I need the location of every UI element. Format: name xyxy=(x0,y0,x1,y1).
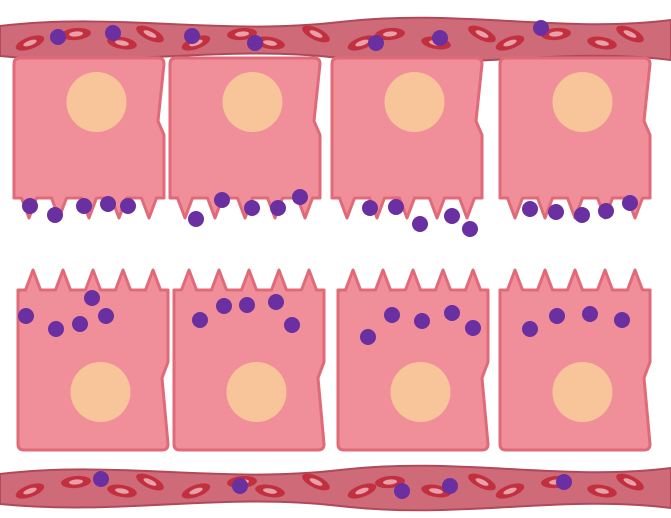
absorbed-particle-icon xyxy=(292,189,308,205)
epithelial-cell-icon xyxy=(174,270,324,450)
absorbed-particle-icon xyxy=(614,312,630,328)
absorbed-particle-icon xyxy=(444,208,460,224)
absorbed-particle-icon xyxy=(394,483,410,499)
absorbed-particle-icon xyxy=(105,25,121,41)
top-cell-1 xyxy=(14,58,164,218)
absorbed-particle-icon xyxy=(414,313,430,329)
epithelial-cell-icon xyxy=(500,270,650,450)
absorbed-particle-icon xyxy=(76,198,92,214)
absorbed-particle-icon xyxy=(270,200,286,216)
absorbed-particle-icon xyxy=(384,307,400,323)
absorbed-particle-icon xyxy=(216,298,232,314)
bottom-cell-3 xyxy=(338,270,488,450)
absorbed-particle-icon xyxy=(188,211,204,227)
absorbed-particle-icon xyxy=(184,28,200,44)
absorbed-particle-icon xyxy=(548,204,564,220)
absorbed-particle-icon xyxy=(232,478,248,494)
absorbed-particle-icon xyxy=(462,221,478,237)
nucleus-icon xyxy=(553,72,613,132)
nucleus-icon xyxy=(391,362,451,422)
absorbed-particle-icon xyxy=(582,306,598,322)
absorbed-particle-icon xyxy=(556,474,572,490)
absorbed-particle-icon xyxy=(48,321,64,337)
nucleus-icon xyxy=(223,72,283,132)
nucleus-icon xyxy=(553,362,613,422)
absorbed-particle-icon xyxy=(50,29,66,45)
absorbed-particle-icon xyxy=(47,207,63,223)
absorbed-particle-icon xyxy=(362,200,378,216)
absorbed-particle-icon xyxy=(622,195,638,211)
absorbed-particle-icon xyxy=(574,207,590,223)
nucleus-icon xyxy=(71,362,131,422)
absorbed-particle-icon xyxy=(522,201,538,217)
absorbed-particle-icon xyxy=(72,316,88,332)
epithelial-cells xyxy=(14,58,650,450)
nucleus-icon xyxy=(227,362,287,422)
absorbed-particle-icon xyxy=(100,196,116,212)
absorbed-particle-icon xyxy=(549,308,565,324)
absorbed-particle-icon xyxy=(522,321,538,337)
top-blood-vessel xyxy=(0,18,671,63)
absorbed-particle-icon xyxy=(93,471,109,487)
absorbed-particle-icon xyxy=(444,305,460,321)
absorbed-particle-icon xyxy=(598,203,614,219)
absorbed-particle-icon xyxy=(98,308,114,324)
bottom-cell-4 xyxy=(500,270,650,450)
absorbed-particle-icon xyxy=(388,199,404,215)
absorbed-particle-icon xyxy=(22,198,38,214)
absorbed-particle-icon xyxy=(18,308,34,324)
absorbed-particle-icon xyxy=(284,317,300,333)
absorbed-particle-icon xyxy=(244,200,260,216)
absorbed-particle-icon xyxy=(120,198,136,214)
absorbed-particle-icon xyxy=(412,216,428,232)
nucleus-icon xyxy=(67,72,127,132)
absorbed-particle-icon xyxy=(247,35,263,51)
absorbed-particle-icon xyxy=(360,329,376,345)
absorbed-particle-icon xyxy=(239,297,255,313)
absorbed-particle-icon xyxy=(84,290,100,306)
epithelial-cell-icon xyxy=(338,270,488,450)
absorbed-particle-icon xyxy=(465,320,481,336)
absorbed-particle-icon xyxy=(368,35,384,51)
top-cell-4 xyxy=(500,58,650,218)
absorbed-particle-icon xyxy=(268,294,284,310)
nucleus-icon xyxy=(385,72,445,132)
absorbed-particle-icon xyxy=(533,20,549,36)
absorbed-particle-icon xyxy=(442,478,458,494)
bottom-cell-2 xyxy=(174,270,324,450)
blood-vessel-icon xyxy=(0,18,671,63)
absorbed-particle-icon xyxy=(214,192,230,208)
absorbed-particle-icon xyxy=(432,30,448,46)
top-cell-3 xyxy=(332,58,482,218)
absorbed-particle-icon xyxy=(192,312,208,328)
